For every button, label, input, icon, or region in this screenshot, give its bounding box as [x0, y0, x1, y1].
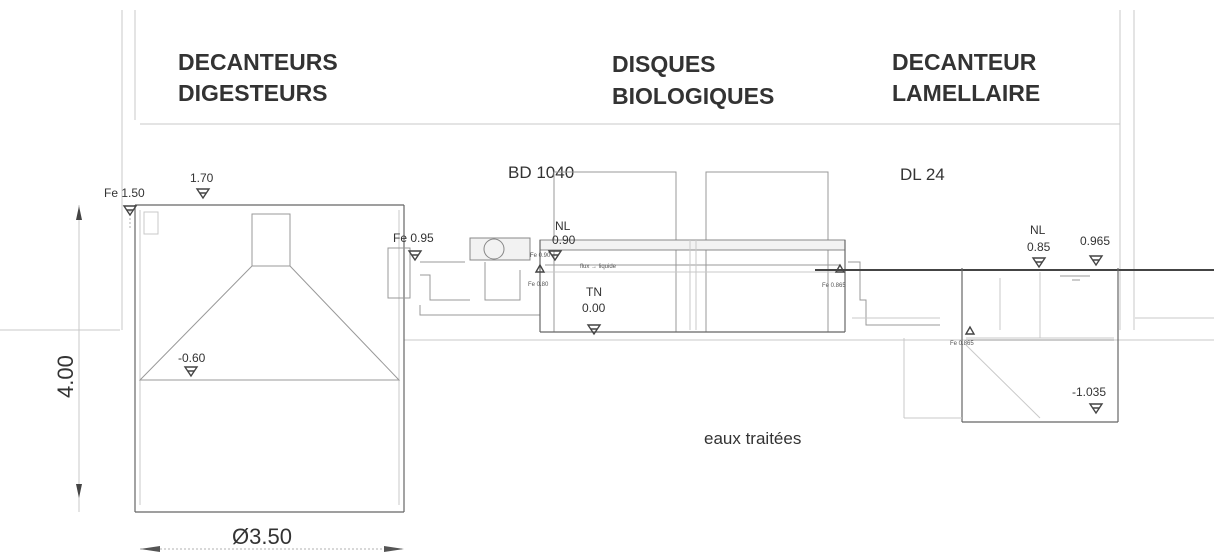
treated-water-label: eaux traitées — [704, 429, 801, 448]
biological-discs — [539, 171, 846, 333]
decanteur-digesteur-tank — [129, 204, 405, 513]
level-marker-icon — [195, 188, 211, 200]
level-tn-tag: TN — [586, 285, 602, 299]
level-minus-060: -0.60 — [178, 351, 206, 365]
model-dl: DL 24 — [900, 165, 945, 184]
diameter-dimension: Ø3.50 — [140, 524, 404, 552]
frame-lines — [0, 10, 1214, 341]
level-marker-icon — [534, 263, 546, 273]
level-marker-icon — [547, 250, 563, 262]
inlet-piping: Fe 0.95 — [387, 231, 540, 316]
level-nl-085-value: 0.85 — [1027, 240, 1051, 254]
small-label-fe-d: Fe 0.865 — [950, 341, 974, 347]
level-marker-icon — [407, 250, 423, 262]
level-marker-icon — [1031, 257, 1047, 269]
section-title-disques-line2: BIOLOGIQUES — [612, 83, 774, 109]
level-marker-icon — [964, 325, 976, 335]
model-bd: BD 1040 — [508, 163, 574, 182]
section-title-lamellaire-line1: DECANTEUR — [892, 49, 1037, 75]
level-marker-icon — [1088, 255, 1104, 267]
arrow-up-icon — [76, 206, 82, 220]
section-title-decanteurs-line2: DIGESTEURS — [178, 80, 328, 106]
level-170: 1.70 — [190, 171, 214, 185]
level-tn-value: 0.00 — [582, 301, 606, 315]
level-marker-icon — [1088, 403, 1104, 415]
small-label-fe-c: Fe 0.865 — [822, 283, 846, 289]
arrow-right-icon — [384, 546, 404, 552]
level-marker-icon — [122, 205, 138, 217]
level-marker-icon — [183, 366, 199, 378]
level-fe-150: Fe 1.50 — [104, 186, 145, 200]
section-title-decanteurs-line1: DECANTEURS — [178, 49, 338, 75]
height-dimension-label: 4.00 — [53, 355, 78, 398]
diameter-dimension-label: Ø3.50 — [232, 524, 292, 549]
section-title-disques-line1: DISQUES — [612, 51, 716, 77]
level-marker-icon — [834, 263, 846, 273]
level-fe-095: Fe 0.95 — [393, 231, 434, 245]
level-nl-090-value: 0.90 — [552, 233, 576, 247]
lamellar-decanter — [815, 268, 1214, 423]
small-label-flux: flux → liquide — [580, 264, 617, 270]
small-label-fe-a: Fe 0.90 — [530, 253, 551, 259]
level-marker-icon — [586, 324, 602, 336]
level-nl-085-tag: NL — [1030, 223, 1046, 237]
height-dimension: 4.00 — [53, 205, 82, 512]
level-minus-1035: -1.035 — [1072, 385, 1106, 399]
section-title-lamellaire-line2: LAMELLAIRE — [892, 80, 1040, 106]
small-label-fe-b: Fe 0.80 — [528, 282, 549, 288]
arrow-down-icon — [76, 484, 82, 498]
level-0965: 0.965 — [1080, 234, 1110, 248]
arrow-left-icon — [140, 546, 160, 552]
level-nl-090-tag: NL — [555, 219, 571, 233]
